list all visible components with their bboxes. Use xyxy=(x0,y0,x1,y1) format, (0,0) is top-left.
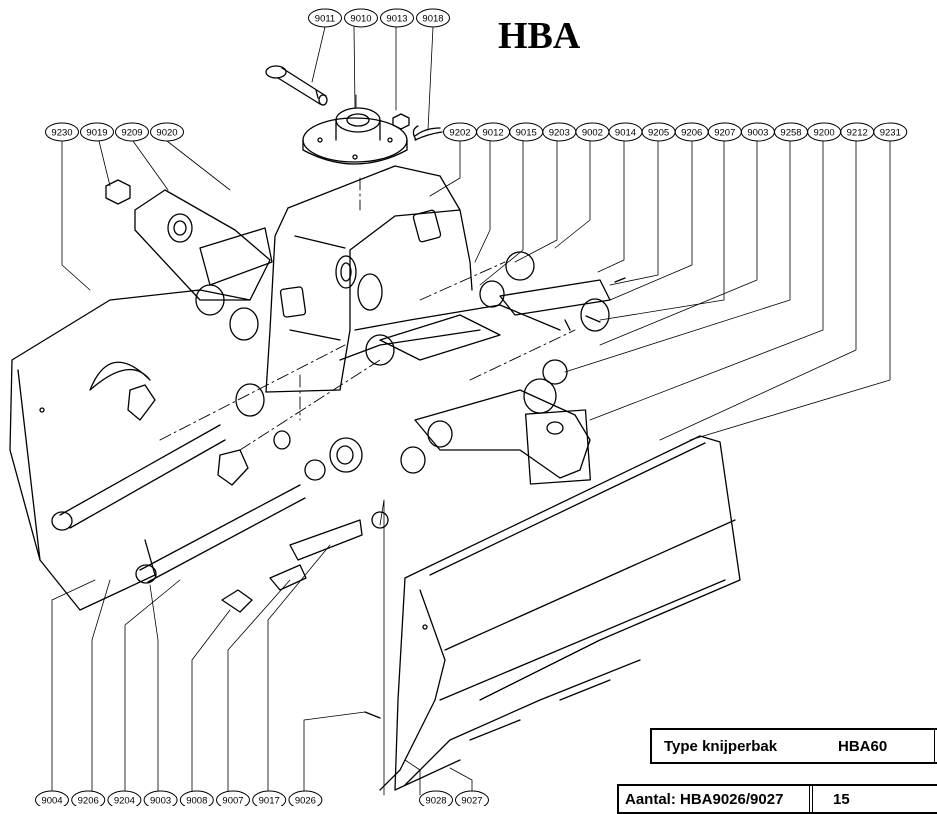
count-label: Aantal: HBA9026/9027 xyxy=(625,790,784,808)
callout-9018: 9018 xyxy=(416,8,450,28)
svg-text:9212: 9212 xyxy=(847,127,868,138)
svg-text:9018: 9018 xyxy=(422,13,443,24)
svg-text:9020: 9020 xyxy=(156,127,177,138)
callout-9020: 9020 xyxy=(150,122,184,142)
callout-9010: 9010 xyxy=(344,8,378,28)
nut-9019 xyxy=(105,179,131,205)
callout-9027: 9027 xyxy=(455,790,489,806)
callout-balloons: 9011 9010 9013 9018 9230 9019 9209 9020 9202 9012… xyxy=(35,8,908,806)
svg-text:9206: 9206 xyxy=(681,127,702,138)
svg-text:9200: 9200 xyxy=(814,127,835,138)
callout-9007: 9007 xyxy=(216,790,250,806)
leader-lines xyxy=(51,26,891,796)
split-pin-9018 xyxy=(412,125,443,141)
right-arm xyxy=(414,378,592,485)
type-label: Type knijperbak xyxy=(664,737,778,755)
rotator-flange xyxy=(302,107,408,165)
callout-9019: 9019 xyxy=(80,122,114,142)
svg-text:9010: 9010 xyxy=(350,13,371,24)
table-divider xyxy=(934,730,937,762)
callout-9017: 9017 xyxy=(252,790,287,806)
svg-text:9202: 9202 xyxy=(449,127,470,138)
callout-9013: 9013 xyxy=(380,8,414,28)
callout-9231: 9231 xyxy=(873,122,908,142)
svg-text:9012: 9012 xyxy=(483,127,504,138)
svg-text:9206: 9206 xyxy=(78,795,99,806)
svg-text:9204: 9204 xyxy=(114,795,135,806)
svg-text:9015: 9015 xyxy=(516,127,537,138)
centre-lines xyxy=(159,94,576,451)
callout-9004: 9004 xyxy=(35,790,69,806)
callout-9207: 9207 xyxy=(707,122,742,142)
right-cylinders xyxy=(273,251,626,474)
svg-text:9027: 9027 xyxy=(461,795,482,806)
svg-text:9008: 9008 xyxy=(186,795,207,806)
nut-9013 xyxy=(392,113,410,130)
svg-text:9019: 9019 xyxy=(86,127,107,138)
svg-text:9007: 9007 xyxy=(222,795,243,806)
callout-9028: 9028 xyxy=(419,790,453,806)
type-table: Type knijperbak HBA60 xyxy=(650,728,937,764)
callout-9205: 9205 xyxy=(641,122,676,142)
svg-text:9002: 9002 xyxy=(582,127,603,138)
count-value: 15 xyxy=(833,790,850,808)
svg-text:9003: 9003 xyxy=(747,127,768,138)
svg-text:9205: 9205 xyxy=(648,127,669,138)
svg-text:9003: 9003 xyxy=(150,795,171,806)
callout-9258: 9258 xyxy=(774,122,808,142)
callout-9003: 9003 xyxy=(143,790,178,806)
table-divider xyxy=(809,786,813,812)
count-table: Aantal: HBA9026/9027 15 xyxy=(617,784,937,814)
svg-text:9013: 9013 xyxy=(386,13,407,24)
svg-text:9017: 9017 xyxy=(259,795,280,806)
callout-9012: 9012 xyxy=(476,122,511,142)
svg-text:9231: 9231 xyxy=(880,127,901,138)
callout-9200: 9200 xyxy=(807,122,842,142)
shafts xyxy=(51,383,354,584)
callout-9003: 9003 xyxy=(740,122,775,142)
left-bucket xyxy=(9,289,251,611)
svg-text:9011: 9011 xyxy=(315,13,335,24)
svg-text:9028: 9028 xyxy=(425,795,446,806)
callout-9212: 9212 xyxy=(840,122,875,142)
callout-9011: 9011 xyxy=(308,8,342,28)
small-parts xyxy=(221,511,389,719)
callout-9204: 9204 xyxy=(107,790,142,806)
callout-9206: 9206 xyxy=(71,790,106,806)
svg-text:9258: 9258 xyxy=(780,127,801,138)
svg-text:9209: 9209 xyxy=(121,127,142,138)
svg-text:9207: 9207 xyxy=(714,127,735,138)
callout-9026: 9026 xyxy=(288,790,323,806)
main-frame xyxy=(265,165,561,393)
callout-9230: 9230 xyxy=(45,122,79,142)
callout-9002: 9002 xyxy=(575,122,610,142)
pin-9011 xyxy=(265,65,328,106)
svg-text:9014: 9014 xyxy=(615,127,636,138)
diagram-title: HBA xyxy=(498,15,581,57)
callout-9015: 9015 xyxy=(509,122,544,142)
callout-9203: 9203 xyxy=(542,122,577,142)
svg-text:9004: 9004 xyxy=(41,795,62,806)
left-arm xyxy=(134,189,273,341)
callout-9209: 9209 xyxy=(115,122,149,142)
svg-text:9026: 9026 xyxy=(295,795,316,806)
callout-9008: 9008 xyxy=(179,790,214,806)
callout-9014: 9014 xyxy=(608,122,643,142)
type-value: HBA60 xyxy=(838,737,888,755)
svg-text:9230: 9230 xyxy=(51,127,72,138)
callout-9202: 9202 xyxy=(443,122,477,142)
right-bucket xyxy=(379,435,741,791)
callout-9206: 9206 xyxy=(674,122,709,142)
svg-text:9203: 9203 xyxy=(549,127,570,138)
